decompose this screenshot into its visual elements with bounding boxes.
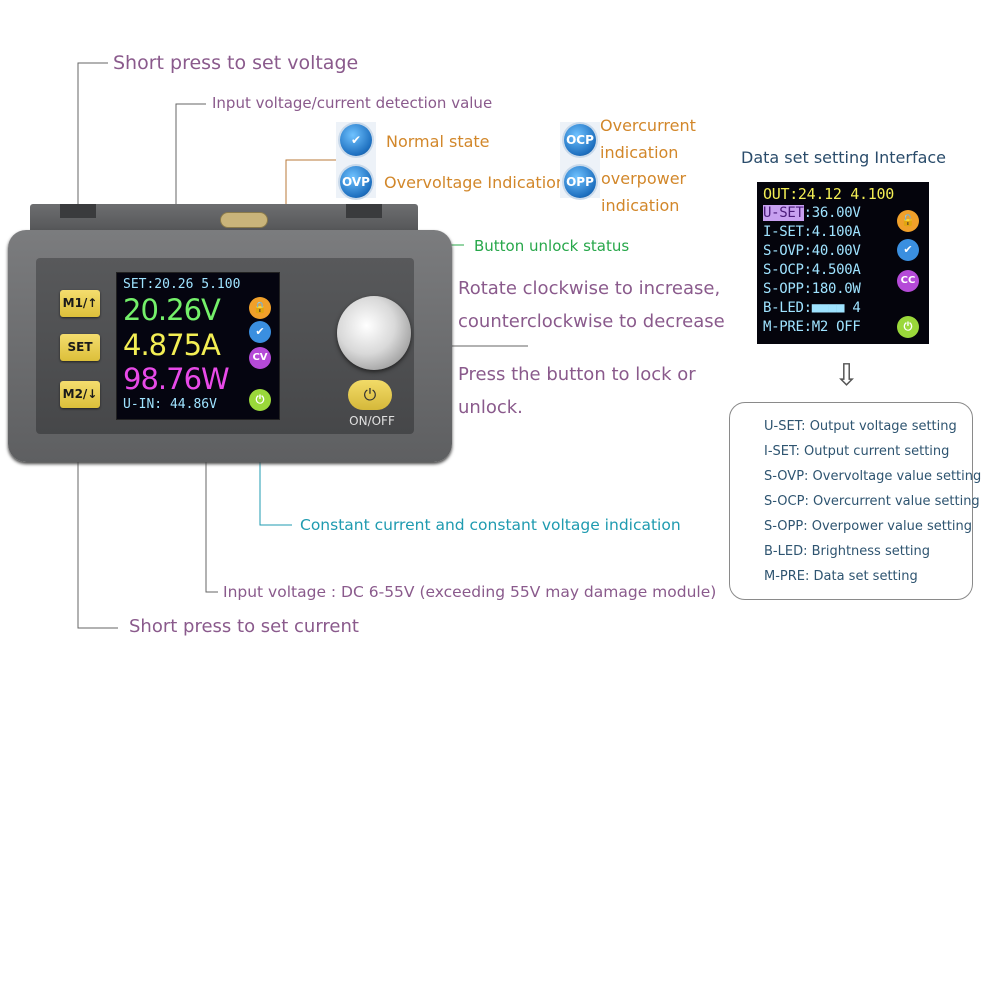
ds-key: M-PRE: [763, 319, 804, 335]
line-set-current: [77, 392, 118, 629]
power-on-icon: ⏻: [249, 389, 271, 411]
ds-row-sovp: S-OVP:40.00V: [763, 243, 861, 259]
ds-out-line: OUT:24.12 4.100: [763, 185, 894, 203]
callout-overcurrent-2: indication: [600, 143, 679, 162]
definition-item: M-PRE: Data set setting: [764, 569, 918, 584]
ds-key: S-OCP: [763, 262, 804, 278]
cv-icon: CV: [249, 347, 271, 369]
callout-input-voltage: Input voltage : DC 6-55V (exceeding 55V …: [223, 583, 717, 601]
definitions-box: U-SET: Output voltage setting I-SET: Out…: [729, 402, 981, 600]
ds-row-uset: U-SET:36.00V: [763, 205, 861, 221]
ds-key: S-OPP: [763, 281, 804, 297]
definition-item: I-SET: Output current setting: [764, 444, 950, 459]
ds-value: :36.00V: [803, 205, 861, 221]
ds-row-mpre: M-PRE:M2 OFF: [763, 319, 861, 335]
normal-check-icon: ✔: [249, 321, 271, 343]
ds-row-sopp: S-OPP:180.0W: [763, 281, 861, 297]
lock-icon: 🔒: [249, 297, 271, 319]
set-button[interactable]: SET: [60, 334, 100, 361]
ds-row-bled: B-LED:■■■■ 4: [763, 300, 861, 316]
normal-state-icon: ✔: [340, 124, 372, 156]
screen-current: 4.875A: [123, 328, 221, 362]
callout-overpower-2: indication: [601, 196, 680, 215]
ds-row-iset: I-SET:4.100A: [763, 224, 861, 240]
data-set-screen: OUT:24.12 4.100 U-SET:36.00V I-SET:4.100…: [757, 182, 929, 344]
callout-overvoltage: Overvoltage Indication: [384, 173, 567, 192]
ds-value: :4.500A: [803, 262, 861, 278]
ds-value: :40.00V: [803, 243, 861, 259]
callout-detection: Input voltage/current detection value: [212, 94, 493, 112]
device-screen: SET:20.26 5.100 20.26V 4.875A 98.76W U-I…: [116, 272, 280, 420]
ds-value: :4.100A: [803, 224, 861, 240]
definition-item: S-OCP: Overcurrent value setting: [764, 494, 980, 509]
ds-value: :■■■■ 4: [803, 300, 861, 316]
opp-icon: OPP: [564, 166, 596, 198]
definition-item: S-OPP: Overpower value setting: [764, 519, 973, 534]
ds-key: S-OVP: [763, 243, 804, 259]
definition-item: B-LED: Brightness setting: [764, 544, 931, 559]
ds-value: :180.0W: [803, 281, 861, 297]
data-set-title: Data set setting Interface: [741, 148, 947, 167]
callout-rotate-1: Rotate clockwise to increase,: [458, 278, 721, 299]
rotary-knob[interactable]: [337, 296, 411, 370]
ds-key: U-SET: [763, 205, 804, 221]
callout-cc-cv: Constant current and constant voltage in…: [300, 516, 681, 534]
ds-power-icon: ⏻: [897, 316, 919, 338]
housing-clip-right: [346, 204, 382, 218]
screen-uin: U-IN: 44.86V: [123, 397, 217, 412]
ds-value: :M2 OFF: [803, 319, 861, 335]
ocp-icon: OCP: [564, 124, 596, 156]
callout-press-1: Press the button to lock or: [458, 364, 696, 385]
screen-set-line: SET:20.26 5.100: [123, 277, 241, 292]
screen-voltage: 20.26V: [123, 293, 221, 327]
callout-press-2: unlock.: [458, 397, 523, 418]
power-button[interactable]: ⏻: [348, 380, 392, 410]
unlock-icon: 🔓: [897, 210, 919, 232]
definition-item: S-OVP: Overvoltage value setting: [764, 469, 982, 484]
callout-set-current: Short press to set current: [129, 616, 359, 637]
housing-clip-left: [60, 204, 96, 218]
housing-sticker: [220, 212, 268, 228]
power-icon: ⏻: [363, 385, 377, 404]
down-arrow-icon: ⇩: [834, 358, 860, 393]
cc-icon: CC: [897, 270, 919, 292]
ovp-icon: OVP: [340, 166, 372, 198]
callout-rotate-2: counterclockwise to decrease: [458, 311, 725, 332]
m1-up-button[interactable]: M1/↑: [60, 290, 100, 317]
ds-row-socp: S-OCP:4.500A: [763, 262, 861, 278]
line-input-voltage: [205, 420, 218, 593]
callout-normal-state: Normal state: [386, 132, 490, 151]
ds-check-icon: ✔: [897, 239, 919, 261]
callout-overcurrent-1: Overcurrent: [600, 116, 696, 135]
screen-power: 98.76W: [123, 362, 230, 396]
ds-key: B-LED: [763, 300, 804, 316]
ds-key: I-SET: [763, 224, 804, 240]
m2-down-button[interactable]: M2/↓: [60, 381, 100, 408]
callout-overpower-1: overpower: [601, 169, 687, 188]
callout-set-voltage: Short press to set voltage: [113, 52, 359, 74]
callout-button-unlock: Button unlock status: [474, 237, 630, 255]
definition-item: U-SET: Output voltage setting: [764, 419, 957, 434]
onoff-label: ON/OFF: [349, 414, 395, 428]
